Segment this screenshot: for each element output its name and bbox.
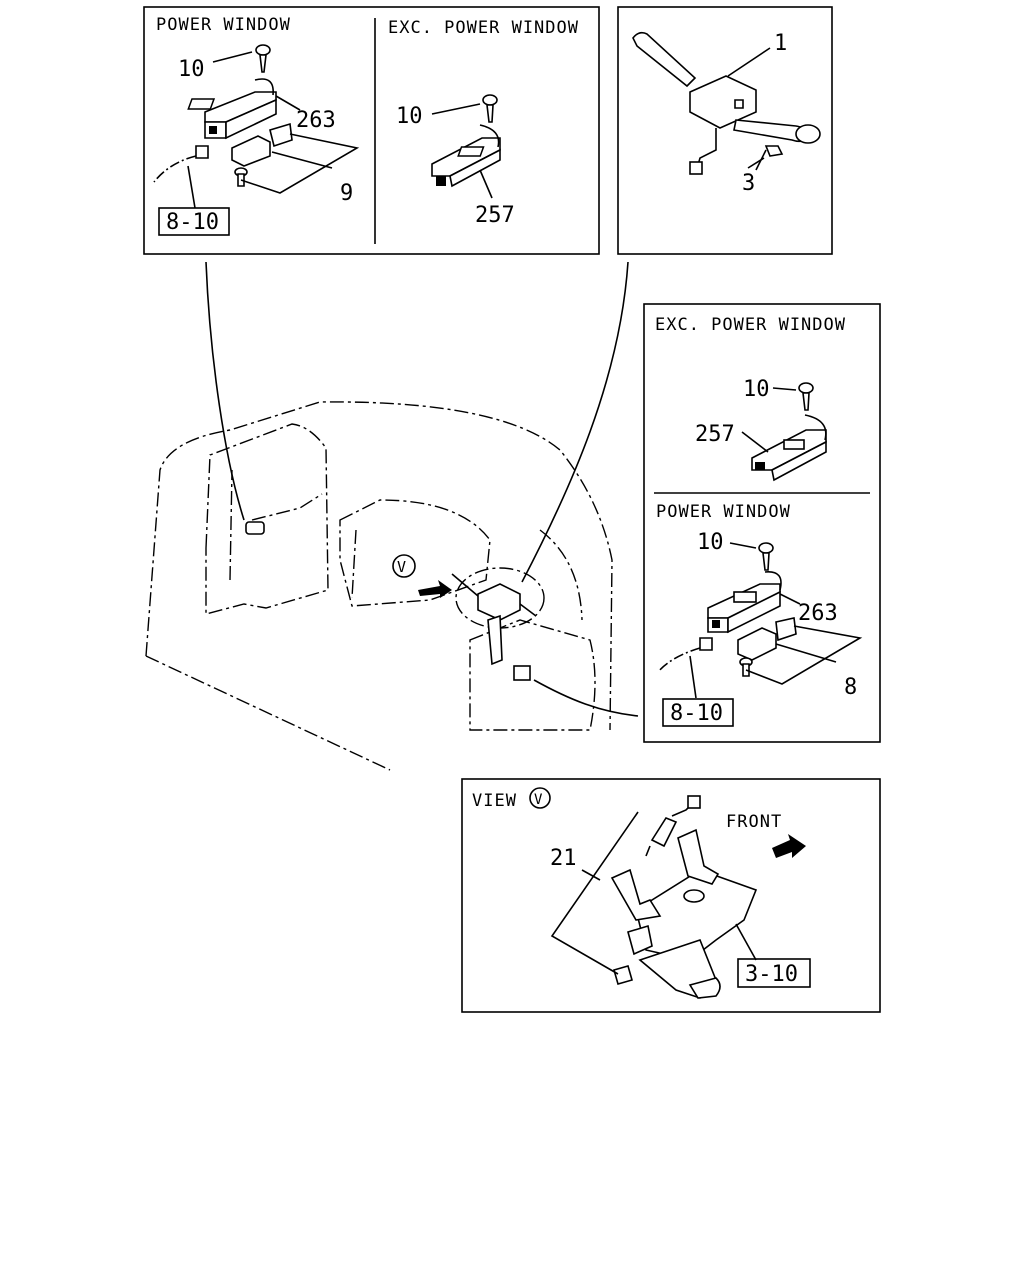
screw-icon: [482, 94, 498, 123]
callout-8: 8: [844, 675, 857, 700]
panel-title-power-window: POWER WINDOW: [156, 15, 291, 35]
ref-box-8-10: 8-10: [670, 701, 723, 726]
nut-icon: [613, 965, 633, 985]
view-v-marker: V: [397, 558, 406, 576]
callout-3: 3: [742, 171, 755, 196]
relay-icon: [737, 617, 797, 661]
view-title: VIEW: [472, 791, 517, 811]
callout-257: 257: [695, 422, 735, 447]
ref-box-8-10: 8-10: [166, 210, 219, 235]
view-letter: V: [534, 792, 543, 808]
window-switch-icon: [751, 414, 827, 482]
panel-view-v: VIEW V FRONT 21 3-10: [461, 778, 881, 1013]
screw-icon: [255, 44, 271, 73]
callout-10: 10: [178, 57, 205, 82]
bolt-icon: [234, 167, 248, 187]
front-arrow-icon: [772, 834, 806, 858]
relay-icon: [231, 122, 293, 167]
panel-title-exc-power-window: EXC. POWER WINDOW: [388, 18, 579, 38]
panel-title-exc-power-window: EXC. POWER WINDOW: [655, 315, 846, 335]
front-label: FRONT: [726, 812, 782, 832]
combination-switch-icon: [632, 31, 821, 175]
callout-10: 10: [743, 377, 770, 402]
callout-263: 263: [296, 108, 336, 133]
window-switch-icon: [431, 124, 501, 188]
callout-21: 21: [550, 846, 577, 871]
callout-10: 10: [697, 530, 724, 555]
vehicle-interior-illustration: V: [145, 261, 639, 771]
callout-10: 10: [396, 104, 423, 129]
panel-combination-switch: 1 3: [617, 6, 833, 255]
callout-9: 9: [340, 181, 353, 206]
bracket-assembly-icon: [610, 828, 758, 999]
panel-power-window-side: EXC. POWER WINDOW POWER WINDOW 10 257 10: [643, 303, 881, 743]
connector-icon: [195, 145, 209, 159]
screw-icon: [758, 542, 774, 571]
connector-icon: [699, 637, 713, 651]
window-switch-icon: [187, 78, 277, 140]
panel-power-window-top: POWER WINDOW EXC. POWER WINDOW 10 263: [143, 6, 600, 255]
combination-switch-icon: [451, 573, 537, 666]
window-switch-icon: [707, 571, 782, 634]
bolt-icon: [739, 657, 753, 677]
arrow-icon: [418, 580, 452, 598]
ref-box-3-10: 3-10: [745, 962, 798, 987]
callout-263: 263: [798, 601, 838, 626]
screw-icon: [747, 145, 784, 169]
sensor-icon: [645, 795, 701, 857]
callout-257: 257: [475, 203, 515, 228]
screw-icon: [798, 382, 814, 411]
callout-1: 1: [774, 31, 787, 56]
panel-title-power-window: POWER WINDOW: [656, 502, 791, 522]
